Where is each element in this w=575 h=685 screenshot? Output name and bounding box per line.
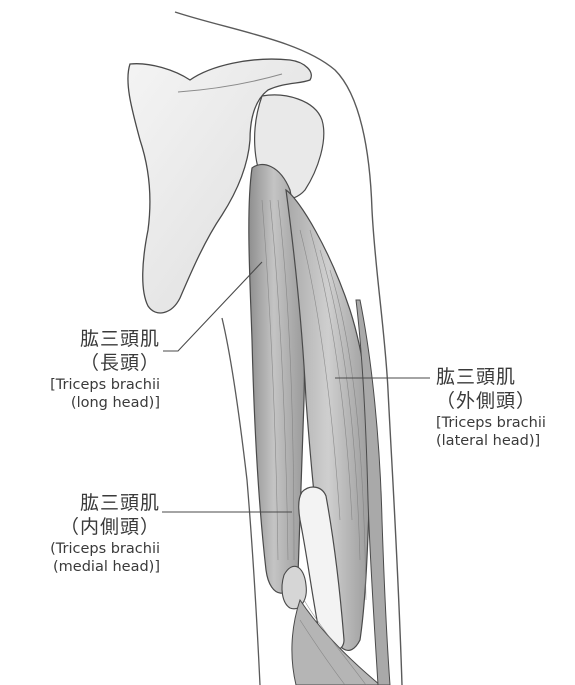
label-lateral-head: 肱三頭肌 （外側頭） [Triceps brachii (lateral hea… [436,366,575,450]
label-lateral-head-en-line1: [Triceps brachii [436,414,575,432]
label-lateral-head-jp-part: （外側頭） [436,390,575,414]
label-medial-head: 肱三頭肌 （内側頭） (Triceps brachii (medial head… [8,492,160,576]
label-medial-head-en-line1: (Triceps brachii [8,540,160,558]
label-medial-head-jp-part: （内側頭） [8,516,160,540]
label-long-head: 肱三頭肌 （長頭） [Triceps brachii (long head)] [10,328,160,412]
label-long-head-en-line2: (long head)] [10,394,160,412]
label-long-head-en-line1: [Triceps brachii [10,376,160,394]
label-long-head-jp-part: （長頭） [10,352,160,376]
label-lateral-head-jp-name: 肱三頭肌 [436,366,575,390]
label-medial-head-jp-name: 肱三頭肌 [8,492,160,516]
label-lateral-head-en-line2: (lateral head)] [436,432,575,450]
label-medial-head-en-line2: (medial head)] [8,558,160,576]
label-long-head-jp-name: 肱三頭肌 [10,328,160,352]
triceps-medial-head [282,566,306,608]
